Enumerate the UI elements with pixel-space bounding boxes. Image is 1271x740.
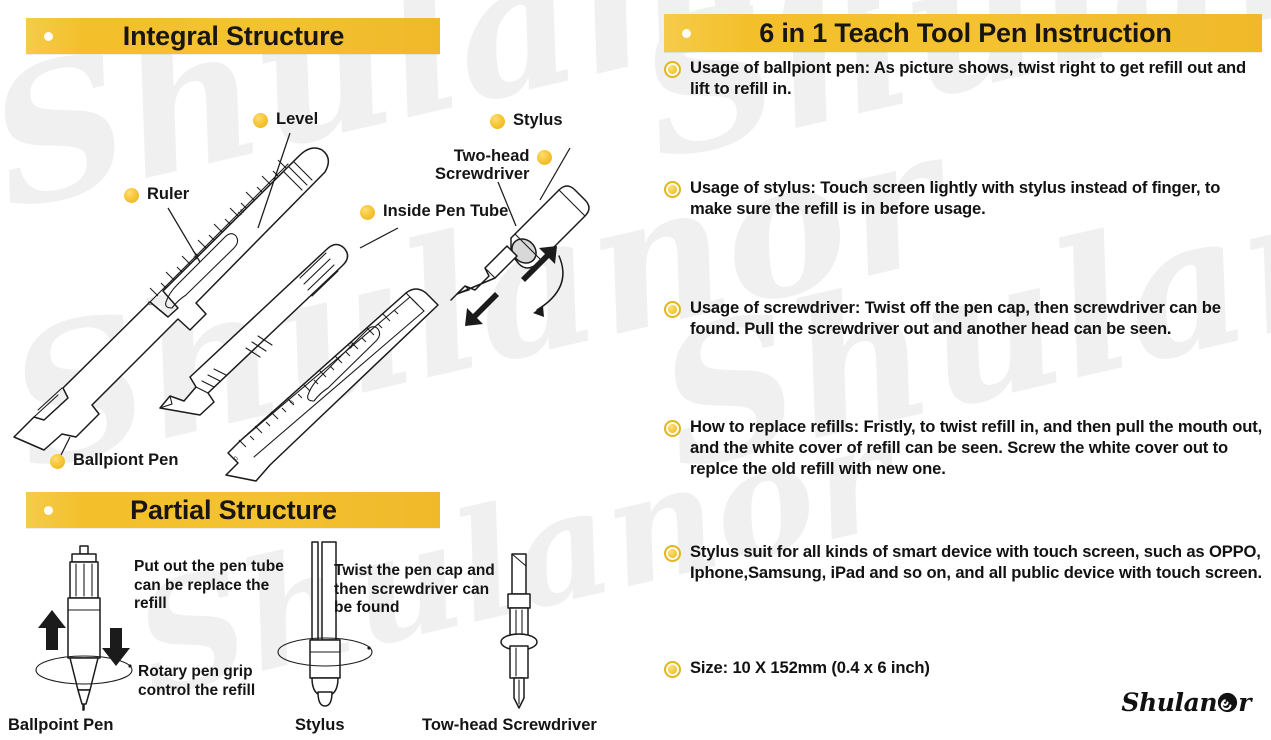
callout-label: Ruler (147, 185, 190, 203)
callout-label: Stylus (513, 111, 563, 129)
bullet-ring-icon (664, 300, 681, 318)
inside-pen-tube-illustration (150, 230, 380, 420)
instruction-title: 6 in 1 Teach Tool Pen Instruction (759, 17, 1172, 48)
instruction-text: Usage of screwdriver: Twist off the pen … (690, 297, 1221, 338)
instruction-item: Usage of stylus: Touch screen lightly wi… (664, 178, 1264, 220)
two-head-screwdriver-illustration (482, 552, 562, 712)
callout-label: Two-head Screwdriver (435, 147, 530, 184)
bullet-ring-icon (664, 180, 681, 198)
callout-two-head-screwdriver: Two-head Screwdriver (435, 147, 553, 184)
instruction-item: Stylus suit for all kinds of smart devic… (664, 542, 1264, 584)
stylus-rotary-illustration (272, 540, 382, 710)
white-dot-icon (682, 28, 691, 38)
brand-spiral-o-icon (1217, 692, 1238, 713)
brand-logo-suffix: r (1238, 688, 1251, 717)
bullet-ring-icon (664, 61, 681, 78)
svg-text:10: 10 (237, 208, 246, 217)
instruction-text: Stylus suit for all kinds of smart devic… (690, 542, 1262, 583)
left-panel: Integral Structure (0, 18, 635, 734)
callout-label: Ballpiont Pen (73, 451, 179, 469)
instruction-list: Usage of ballpiont pen: As picture shows… (664, 58, 1264, 679)
callout-dot-icon (124, 188, 139, 203)
partial-structure-title: Partial Structure (130, 494, 337, 525)
instruction-text: Usage of stylus: Touch screen lightly wi… (690, 177, 1221, 218)
bullet-ring-icon (664, 545, 681, 563)
brand-logo: Shulan r (1121, 688, 1251, 717)
ballpoint-pen-rotary-illustration (28, 540, 148, 711)
partial-caption-ballpoint-pen: Ballpoint Pen (8, 716, 114, 734)
instruction-item: How to replace refills: Fristly, to twis… (664, 417, 1264, 480)
callout-dot-icon (253, 113, 268, 128)
callout-dot-icon (490, 114, 505, 129)
callout-dot-icon (537, 150, 553, 165)
bullet-ring-icon (664, 420, 681, 438)
instruction-text: How to replace refills: Fristly, to twis… (690, 417, 1263, 479)
callout-ruler: Ruler (124, 185, 189, 203)
partial-note-twist-pen-cap: Twist the pen cap and then screwdriver c… (334, 562, 495, 617)
callout-leader-lines (59, 132, 571, 458)
partial-structure-header: Partial Structure (26, 492, 440, 528)
svg-text:0: 0 (233, 455, 240, 462)
white-dot-icon (44, 31, 53, 41)
partial-caption-two-head-screwdriver: Tow-head Screwdriver (422, 716, 597, 734)
callout-dot-icon (360, 205, 375, 220)
instruction-header: 6 in 1 Teach Tool Pen Instruction (664, 14, 1262, 52)
callout-label: Inside Pen Tube (383, 202, 509, 220)
partial-caption-stylus: Stylus (295, 716, 345, 734)
pen-assembled-illustration: 0 5 10 (0, 80, 420, 460)
callout-level: Level (253, 110, 318, 128)
instruction-item: Size: 10 X 152mm (0.4 x 6 inch) (664, 658, 1264, 679)
screwdriver-exploded-illustration (450, 160, 635, 326)
svg-text:10: 10 (347, 341, 356, 350)
callout-ballpoint-pen: Ballpiont Pen (50, 451, 178, 469)
svg-text:5: 5 (193, 254, 200, 261)
callout-label: Level (276, 110, 319, 128)
callout-dot-icon (50, 454, 65, 469)
callout-inside-pen-tube: Inside Pen Tube (360, 202, 508, 220)
white-dot-icon (44, 505, 53, 515)
brand-logo-text: Shulan (1121, 688, 1218, 717)
svg-text:5: 5 (289, 399, 296, 406)
pen-body-ruler-illustration: 0 5 10 (210, 285, 460, 485)
instruction-text: Size: 10 X 152mm (0.4 x 6 inch) (690, 657, 930, 677)
instruction-item: Usage of ballpiont pen: As picture shows… (664, 58, 1264, 100)
instruction-text: Usage of ballpiont pen: As picture shows… (690, 58, 1247, 98)
svg-text:0: 0 (147, 300, 154, 307)
integral-structure-header: Integral Structure (26, 18, 440, 54)
integral-structure-title: Integral Structure (122, 20, 345, 51)
instruction-item: Usage of screwdriver: Twist off the pen … (664, 298, 1264, 340)
right-panel: 6 in 1 Teach Tool Pen Instruction Usage … (648, 0, 1271, 740)
partial-note-rotary-pen-grip: Rotary pen grip control the refill (138, 663, 256, 699)
bullet-ring-icon (664, 660, 681, 678)
callout-stylus: Stylus (490, 111, 563, 129)
partial-note-put-out-pen-tube: Put out the pen tube can be replace the … (134, 558, 284, 613)
